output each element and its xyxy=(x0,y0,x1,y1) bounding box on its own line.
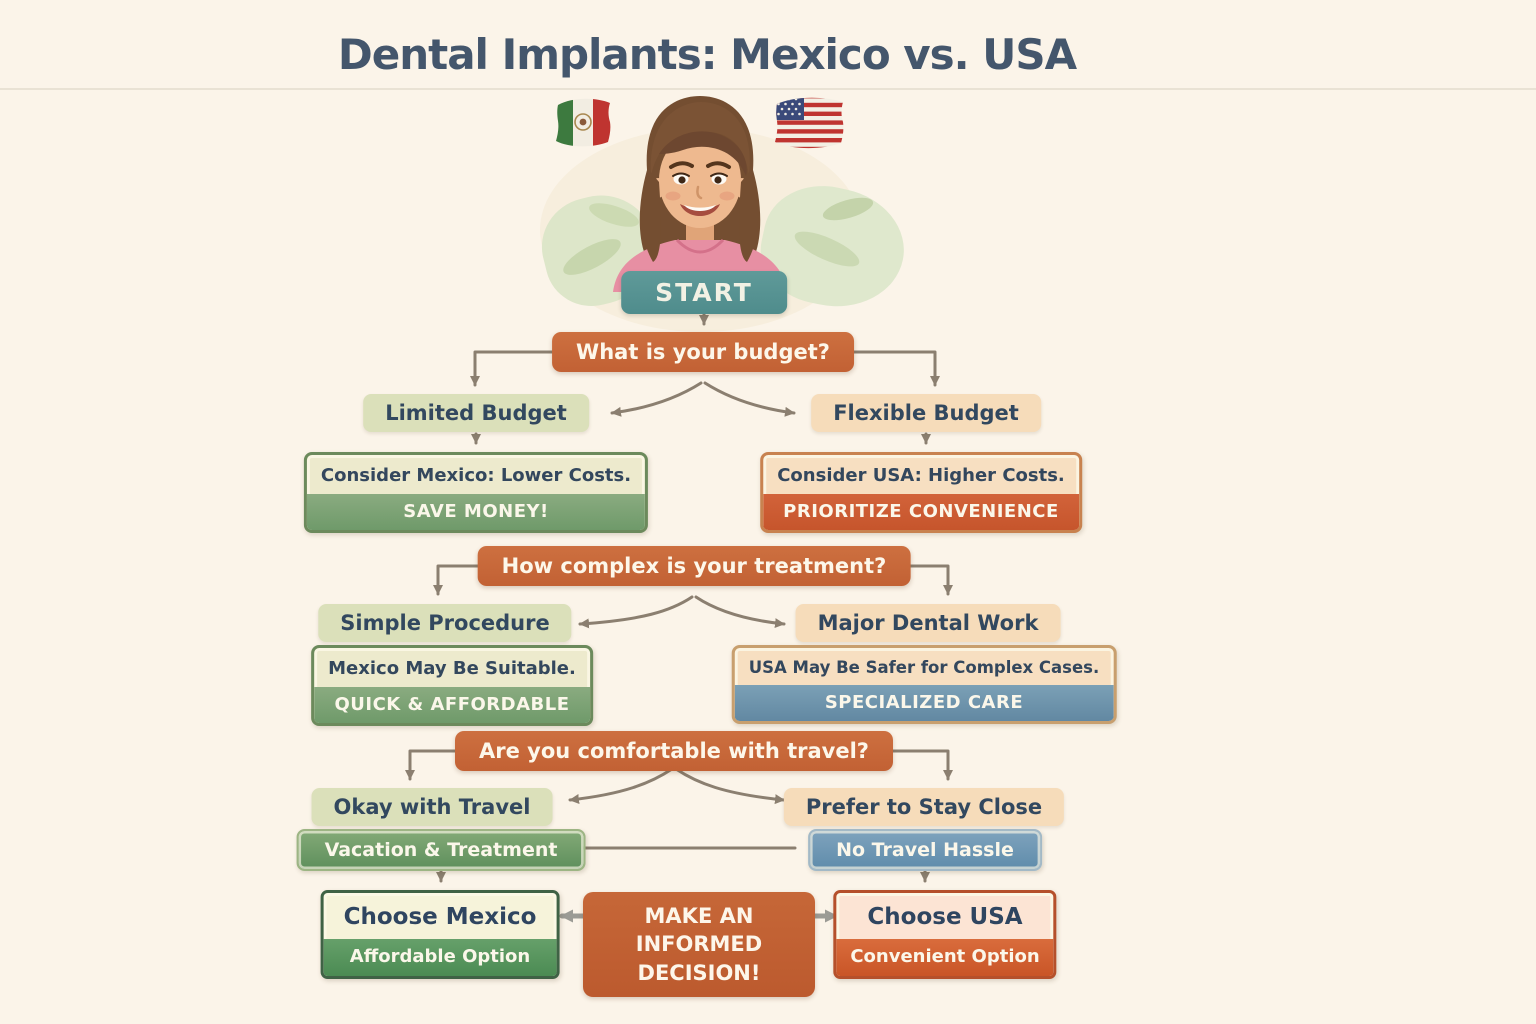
final-decision-node: MAKE AN INFORMED DECISION! xyxy=(583,892,815,998)
option-flexible-budget: Flexible Budget xyxy=(811,394,1041,432)
question-travel: Are you comfortable with travel? xyxy=(455,731,893,771)
final-title: Choose Mexico xyxy=(343,904,537,930)
result-text: Mexico May Be Suitable. xyxy=(328,658,576,679)
option-major-dental-work: Major Dental Work xyxy=(795,604,1061,642)
mexico-flag-icon xyxy=(556,98,611,147)
final-choose-usa: Choose USA Convenient Option xyxy=(833,890,1057,979)
result-banner: PRIORITIZE CONVENIENCE xyxy=(763,494,1079,530)
final-choose-mexico: Choose Mexico Affordable Option xyxy=(320,890,560,979)
result-usa-safer: USA May Be Safer for Complex Cases. SPEC… xyxy=(731,645,1117,724)
result-banner: SPECIALIZED CARE xyxy=(734,685,1114,721)
title-divider xyxy=(0,88,1536,90)
final-title: Choose USA xyxy=(867,904,1023,930)
option-okay-with-travel: Okay with Travel xyxy=(311,788,553,826)
result-banner: QUICK & AFFORDABLE xyxy=(314,687,590,723)
result-consider-mexico: Consider Mexico: Lower Costs. SAVE MONEY… xyxy=(303,452,649,533)
option-simple-procedure: Simple Procedure xyxy=(318,604,572,642)
result-consider-usa: Consider USA: Higher Costs. PRIORITIZE C… xyxy=(760,452,1082,533)
result-text: Consider USA: Higher Costs. xyxy=(777,465,1065,486)
question-complexity: How complex is your treatment? xyxy=(477,546,911,586)
result-text: USA May Be Safer for Complex Cases. xyxy=(748,658,1100,677)
usa-flag-icon xyxy=(775,97,844,149)
result-text: Consider Mexico: Lower Costs. xyxy=(320,465,632,486)
result-banner: SAVE MONEY! xyxy=(306,494,646,530)
page-title: Dental Implants: Mexico vs. USA xyxy=(337,30,1077,79)
option-prefer-stay-close: Prefer to Stay Close xyxy=(783,788,1065,826)
result-vacation-treatment: Vacation & Treatment xyxy=(296,829,586,871)
question-budget: What is your budget? xyxy=(552,332,854,372)
final-banner: Affordable Option xyxy=(323,939,557,976)
result-no-travel-hassle: No Travel Hassle xyxy=(808,829,1042,871)
final-banner: Convenient Option xyxy=(836,939,1054,976)
start-node: START xyxy=(621,271,787,314)
option-limited-budget: Limited Budget xyxy=(363,394,589,432)
result-mexico-suitable: Mexico May Be Suitable. QUICK & AFFORDAB… xyxy=(311,645,593,726)
